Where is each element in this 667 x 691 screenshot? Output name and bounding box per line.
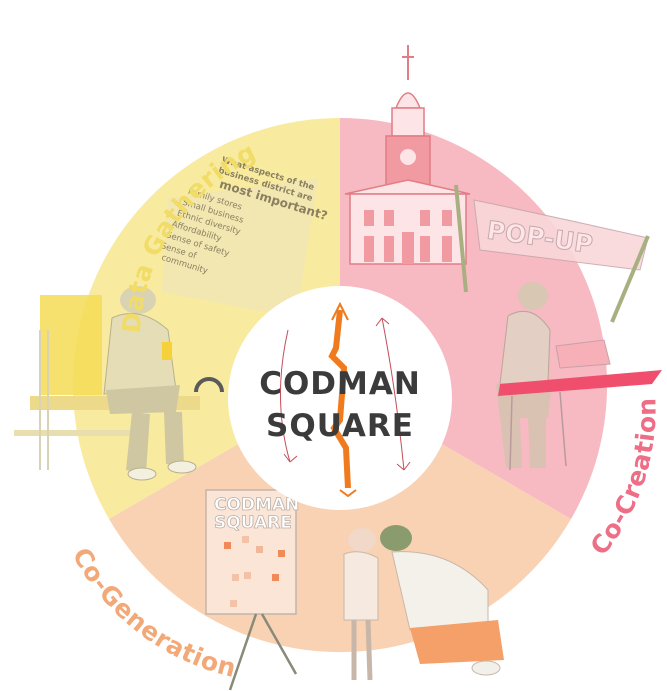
board-title-1: CODMAN	[214, 495, 299, 515]
vendor-person-illustration	[496, 282, 662, 471]
center-badge: CODMAN SQUARE	[228, 286, 452, 510]
easel-board: CODMAN SQUARE	[205, 489, 300, 691]
church-illustration	[344, 45, 471, 265]
popup-banner: POP-UP	[454, 184, 650, 323]
center-title-line-2: SQUARE	[266, 408, 414, 444]
board-title-2: SQUARE	[214, 513, 292, 533]
seated-person-illustration	[14, 286, 224, 481]
center-title-line-1: CODMAN	[259, 366, 421, 402]
family-illustration	[343, 525, 504, 681]
